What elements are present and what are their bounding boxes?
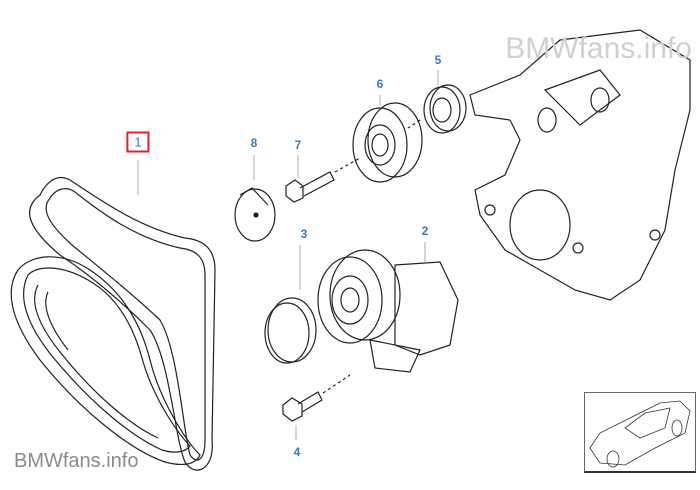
cap-8	[234, 155, 276, 242]
cap-3	[264, 245, 317, 364]
watermark-top: BMWfans.info	[505, 32, 692, 65]
vehicle-thumbnail[interactable]	[584, 392, 696, 473]
engine-bracket	[469, 29, 691, 301]
part-label-3[interactable]: 3	[300, 227, 308, 241]
part-label-2[interactable]: 2	[421, 224, 429, 238]
car-icon	[589, 400, 691, 468]
part-label-8[interactable]: 8	[250, 136, 258, 150]
watermark-bottom: BMWfans.info	[14, 450, 139, 472]
part-label-6[interactable]: 6	[376, 77, 384, 91]
tensioner-2	[317, 242, 459, 373]
bolt-4	[282, 374, 351, 440]
ribbed-belt	[10, 176, 216, 471]
bolt-7	[285, 155, 361, 203]
part-label-1[interactable]: 1	[126, 131, 150, 153]
part-label-5[interactable]: 5	[434, 53, 442, 67]
pulley-6	[352, 95, 423, 183]
part-label-7[interactable]: 7	[294, 138, 302, 152]
part-label-4[interactable]: 4	[293, 445, 301, 459]
pulley-5	[407, 70, 467, 134]
